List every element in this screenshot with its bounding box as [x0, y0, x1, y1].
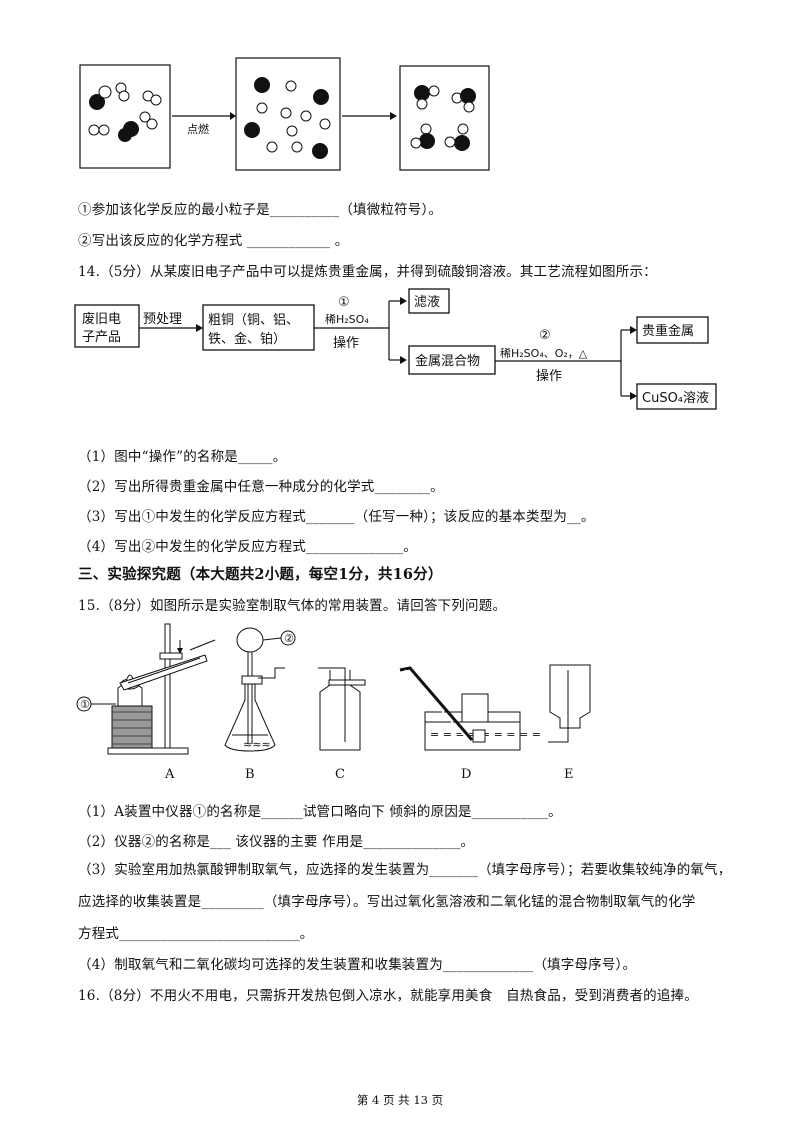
reaction-particle-diagram: 点燃	[79, 57, 490, 171]
q14-question3: （3）写出①中发生的化学反应方程式_______（任写一种）；该反应的基本类型为…	[78, 509, 595, 525]
q14-question2: （2）写出所得贵重金属中任意一种成分的化学式________。	[78, 479, 444, 495]
svg-text:≈≈≈: ≈≈≈	[243, 738, 271, 751]
q15-intro: 15.（8分）如图所示是实验室制取气体的常用装置。请回答下列问题。	[78, 598, 507, 614]
svg-text:②: ②	[284, 632, 294, 645]
svg-text:操作: 操作	[536, 368, 562, 384]
reactant-box	[79, 64, 171, 169]
q15-question3-line3: 方程式__________________________。	[78, 926, 314, 942]
process-flowchart: 废旧电 子产品 预处理 粗铜（铜、铝、 铁、金、铂） ① 稀H₂SO₄ 操作 滤…	[74, 288, 717, 410]
q14-question4: （4）写出②中发生的化学反应方程式______________。	[78, 539, 417, 555]
q14-intro: 14.（5分）从某废旧电子产品中可以提炼贵重金属，并得到硫酸铜溶液。其工艺流程如…	[78, 264, 657, 280]
q13-part1: ①参加该化学反应的最小粒子是__________（填微粒符号）。	[78, 202, 443, 218]
apparatus-label-b: B	[245, 767, 255, 782]
svg-text:金属混合物: 金属混合物	[415, 353, 480, 369]
svg-text:操作: 操作	[333, 335, 359, 351]
svg-text:子产品: 子产品	[82, 330, 121, 345]
q15-question3-line1: （3）实验室用加热氯酸钾制取氧气，应选择的发生装置为_______（填字母序号）…	[78, 862, 732, 878]
apparatus-e	[548, 664, 591, 743]
svg-text:稀H₂SO₄: 稀H₂SO₄	[325, 313, 369, 326]
svg-text:废旧电: 废旧电	[82, 311, 121, 327]
q15-question2: （2）仪器②的名称是___ 该仪器的主要 作用是______________。	[78, 834, 475, 850]
apparatus-label-e: E	[564, 767, 574, 782]
q16-intro: 16.（8分）不用火不用电，只需拆开发热包倒入凉水，就能享用美食 自热食品，受到…	[78, 988, 698, 1004]
svg-text:铁、金、铂）: 铁、金、铂）	[208, 331, 286, 347]
svg-text:稀H₂SO₄、O₂，△: 稀H₂SO₄、O₂，△	[500, 347, 588, 360]
svg-text:②: ②	[539, 328, 551, 343]
section3-heading: 三、实验探究题（本大题共2小题，每空1分，共16分）	[78, 566, 443, 583]
q15-question1: （1）A装置中仪器①的名称是______试管口略向下 倾斜的原因是_______…	[78, 804, 562, 820]
svg-text:①: ①	[80, 698, 90, 711]
apparatus-d: = = = = = = = = =	[399, 666, 541, 751]
svg-text:CuSO₄溶液: CuSO₄溶液	[642, 391, 709, 406]
apparatus-diagram: ① ≈≈≈ ② = = = = = = = = = A B C D	[76, 623, 591, 782]
svg-text:预处理: 预处理	[143, 312, 182, 327]
apparatus-label-d: D	[461, 767, 471, 782]
apparatus-b: ≈≈≈ ②	[224, 627, 296, 752]
q15-question3-line2: 应选择的收集装置是_________（填字母序号）。写出过氧化氢溶液和二氧化锰的…	[78, 894, 696, 910]
q15-question4: （4）制取氧气和二氧化碳均可选择的发生装置和收集装置为_____________…	[78, 957, 637, 973]
mixture-box	[235, 57, 341, 171]
svg-text:滤液: 滤液	[414, 295, 440, 310]
apparatus-a: ①	[76, 623, 216, 755]
svg-text:①: ①	[338, 295, 350, 310]
q13-part2: ②写出该反应的化学方程式 ____________ 。	[78, 233, 349, 249]
svg-text:粗铜（铜、铝、: 粗铜（铜、铝、	[208, 313, 299, 328]
apparatus-label-c: C	[335, 767, 345, 782]
apparatus-c	[318, 667, 366, 751]
product-box	[399, 65, 490, 171]
q14-question1: （1）图中“操作”的名称是_____。	[78, 449, 287, 465]
apparatus-label-a: A	[164, 767, 175, 782]
arrow-label-ignite: 点燃	[187, 122, 209, 136]
svg-text:贵重金属: 贵重金属	[642, 323, 694, 339]
page-footer: 第 4 页 共 13 页	[356, 1093, 444, 1107]
